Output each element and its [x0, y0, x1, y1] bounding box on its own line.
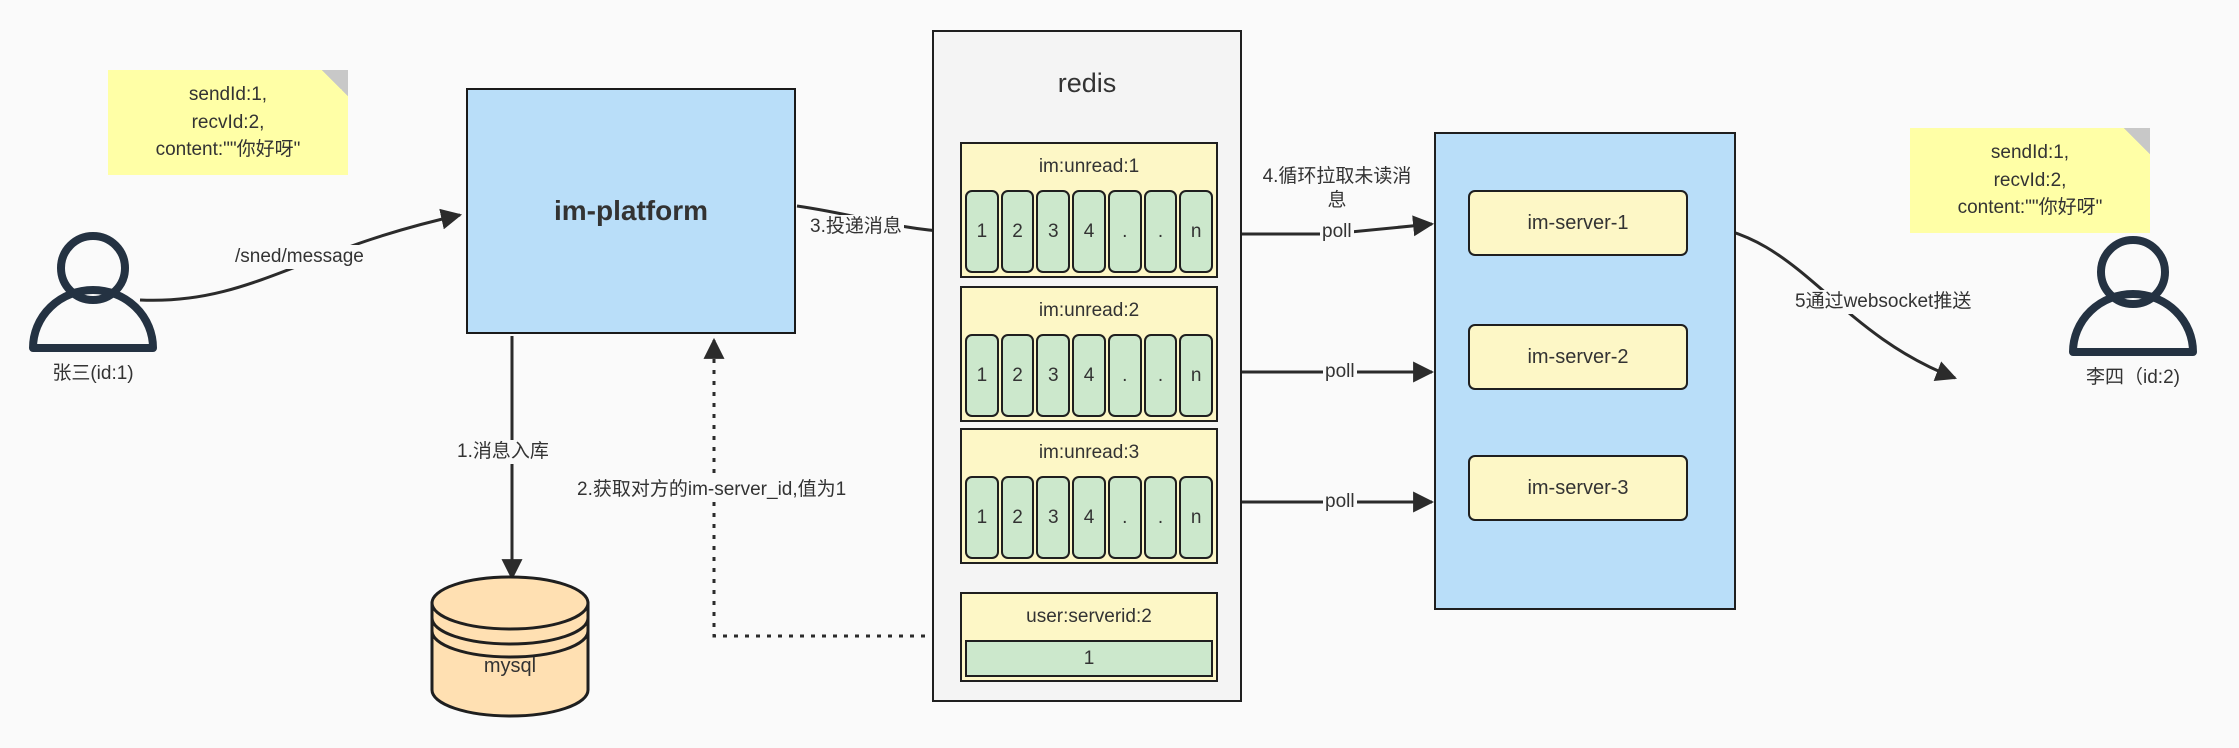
im-server-1-box[interactable]: im-server-1: [1468, 190, 1688, 256]
mysql-cylinder-glyph: [430, 575, 590, 718]
list-cell: .: [1143, 190, 1178, 273]
redis-key-im-unread-1-cells: 1 2 3 4 . . n: [962, 190, 1216, 276]
note-receiver-payload-text: sendId:1, recvId:2, content:""你好呀": [1957, 142, 2103, 219]
mysql-label: mysql: [483, 655, 537, 677]
note-fold-corner: [322, 70, 348, 96]
list-cell: n: [1179, 476, 1214, 559]
edge-label-step4: 4.循环拉取未读消 息: [1255, 165, 1419, 213]
edge-label-step2: 2.获取对方的im-server_id,值为1: [575, 478, 849, 502]
list-cell: n: [1179, 190, 1214, 273]
redis-key-im-unread-2-name: im:unread:2: [1038, 300, 1140, 321]
redis-key-im-unread-3[interactable]: im:unread:3 1 2 3 4 . . n: [960, 428, 1218, 564]
edge-label-poll-2: poll: [1323, 360, 1357, 384]
edge-label-step3: 3.投递消息: [808, 215, 904, 239]
edge-label-step5: 5通过websocket推送: [1793, 290, 1974, 314]
note-sender-payload: sendId:1, recvId:2, content:""你好呀": [108, 70, 348, 175]
edge-label-poll-1: poll: [1320, 220, 1354, 244]
redis-key-im-unread-2[interactable]: im:unread:2 1 2 3 4 . . n: [960, 286, 1218, 422]
list-cell: .: [1107, 334, 1142, 417]
im-platform-label: im-platform: [554, 195, 708, 226]
im-server-3-box[interactable]: im-server-3: [1468, 455, 1688, 521]
im-server-1-label: im-server-1: [1527, 211, 1629, 234]
edge-label-send-message: /sned/message: [233, 245, 366, 269]
redis-key-im-unread-2-cells: 1 2 3 4 . . n: [962, 334, 1216, 420]
edge-label-step1: 1.消息入库: [455, 440, 551, 464]
list-cell: .: [1107, 190, 1142, 273]
redis-key-im-unread-3-cells: 1 2 3 4 . . n: [962, 476, 1216, 562]
list-cell: .: [1143, 476, 1178, 559]
im-server-2-label: im-server-2: [1527, 345, 1629, 368]
sender-avatar-glyph: [29, 232, 157, 352]
note-receiver-payload: sendId:1, recvId:2, content:""你好呀": [1910, 128, 2150, 233]
list-cell: 4: [1072, 334, 1106, 417]
list-cell: 4: [1072, 476, 1106, 559]
list-cell: 1: [965, 334, 999, 417]
redis-key-im-unread-1-name: im:unread:1: [1038, 156, 1140, 177]
receiver-label: 李四（id:2): [2086, 367, 2180, 388]
sender-label: 张三(id:1): [52, 363, 134, 384]
list-cell: 2: [1000, 190, 1035, 273]
edge-label-poll-3: poll: [1323, 490, 1357, 514]
list-cell: 1: [965, 190, 999, 273]
im-platform-box[interactable]: im-platform: [466, 88, 796, 334]
redis-key-user-serverid-2[interactable]: user:serverid:2 1: [960, 592, 1218, 682]
list-cell: 2: [1000, 476, 1035, 559]
redis-key-im-unread-1[interactable]: im:unread:1 1 2 3 4 . . n: [960, 142, 1218, 278]
list-cell: .: [1107, 476, 1142, 559]
list-cell: 3: [1036, 476, 1071, 559]
redis-key-user-serverid-2-value: 1: [965, 640, 1213, 677]
im-server-2-box[interactable]: im-server-2: [1468, 324, 1688, 390]
list-cell: 4: [1072, 190, 1106, 273]
redis-key-im-unread-3-name: im:unread:3: [1038, 442, 1140, 463]
list-cell: 3: [1036, 334, 1071, 417]
list-cell: .: [1143, 334, 1178, 417]
list-cell: 1: [965, 476, 999, 559]
note-sender-payload-text: sendId:1, recvId:2, content:""你好呀": [155, 84, 301, 161]
list-cell: n: [1179, 334, 1214, 417]
redis-title: redis: [1057, 68, 1117, 98]
receiver-avatar-glyph: [2069, 236, 2197, 356]
im-server-3-label: im-server-3: [1527, 476, 1629, 499]
list-cell: 2: [1000, 334, 1035, 417]
list-cell: 3: [1036, 190, 1071, 273]
redis-key-user-serverid-2-name: user:serverid:2: [1026, 606, 1152, 627]
note-fold-corner: [2124, 128, 2150, 154]
